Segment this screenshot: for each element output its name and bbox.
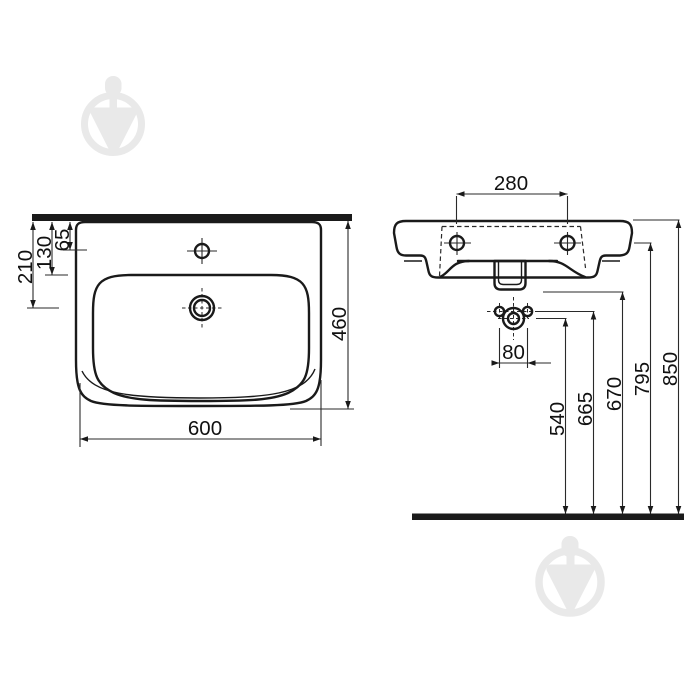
dim-label-80: 80 — [502, 341, 525, 364]
drain-hole — [182, 288, 222, 328]
basin-profile-outline — [392, 219, 634, 279]
mounting-plate-hidden-edge — [438, 225, 587, 277]
drain-outlet — [493, 259, 527, 291]
dim-label-850: 850 — [659, 352, 682, 386]
dimension-130: 130 — [33, 222, 68, 276]
dim-label-460: 460 — [328, 307, 351, 341]
dimension-540: 540 — [546, 318, 569, 514]
front-view: 280 80 540 665 — [392, 172, 684, 520]
dim-label-665: 665 — [574, 392, 597, 426]
dimension-65: 65 — [51, 222, 87, 251]
dimension-795: 795 — [631, 243, 654, 514]
top-view: 210 130 65 460 600 — [14, 214, 354, 447]
basin-outline — [74, 220, 323, 408]
dimension-665: 665 — [574, 311, 597, 514]
dimension-210: 210 — [14, 222, 59, 309]
dim-label-600: 600 — [188, 417, 222, 440]
dim-label-280: 280 — [494, 172, 528, 195]
dimension-80: 80 — [491, 328, 551, 368]
bowl-profile — [439, 259, 587, 279]
mounting-hole-left — [444, 232, 471, 255]
dim-label-210: 210 — [14, 250, 37, 284]
dim-label-670: 670 — [603, 377, 626, 411]
dim-label-540: 540 — [546, 402, 569, 436]
dimension-460: 460 — [290, 221, 354, 410]
wall-line — [32, 214, 352, 221]
trap-fitting — [487, 297, 540, 340]
basin-bowl-outline — [91, 273, 311, 403]
floor-line — [412, 513, 684, 520]
dim-label-795: 795 — [631, 362, 654, 396]
faucet-hole — [187, 238, 217, 264]
dimension-280: 280 — [455, 172, 569, 224]
dimension-850: 850 — [659, 220, 682, 514]
trowel-watermark-icon — [81, 76, 145, 156]
mounting-hole-right — [554, 232, 581, 255]
dim-label-130: 130 — [33, 236, 56, 270]
dimension-670: 670 — [603, 292, 626, 514]
trowel-watermark-icon — [535, 536, 605, 617]
dim-label-65: 65 — [51, 229, 74, 252]
dimension-600: 600 — [79, 380, 322, 447]
